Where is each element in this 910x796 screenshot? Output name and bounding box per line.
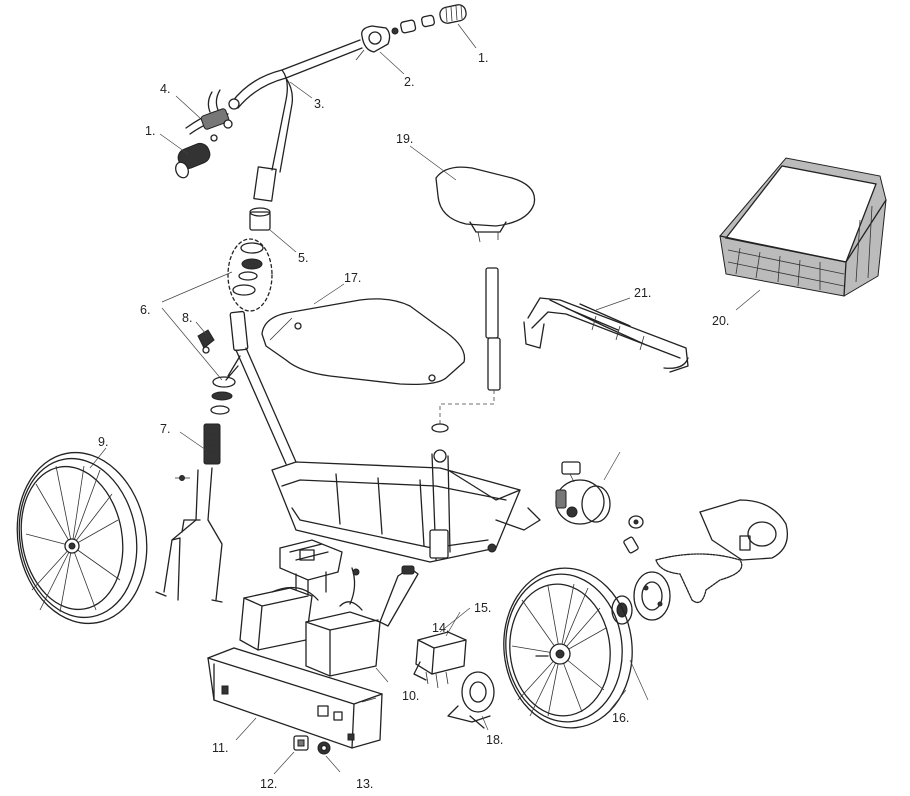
deck-board-part xyxy=(261,298,466,386)
callout-12: 12. xyxy=(260,777,277,791)
battery-pack-part xyxy=(239,567,381,677)
callout-21: 21. xyxy=(634,286,651,300)
leader-lines xyxy=(89,23,761,775)
throttle-housing-part xyxy=(355,25,391,61)
sprocket-hardware-part xyxy=(623,515,644,554)
rear-rack-part xyxy=(523,297,689,373)
drive-chain-part xyxy=(655,553,743,604)
headset-bearings-upper-part xyxy=(227,238,273,312)
small-bolt-part xyxy=(197,329,215,354)
seat-post-part xyxy=(431,267,501,433)
stem-clamp-part xyxy=(249,207,271,231)
chain-guard-part xyxy=(699,499,789,561)
rear-wheel-part xyxy=(503,567,633,729)
brake-lever-part xyxy=(185,89,233,142)
callout-9: 9. xyxy=(98,435,108,449)
callout-4: 4. xyxy=(160,82,170,96)
callout-1-right-grip: 1. xyxy=(478,51,488,65)
controller-part xyxy=(413,631,467,689)
callout-11: 11. xyxy=(212,741,228,755)
callout-7: 7. xyxy=(160,422,170,436)
battery-cradle-part xyxy=(279,539,343,601)
callout-1-left-grip: 1. xyxy=(145,124,155,138)
callout-20: 20. xyxy=(712,314,729,328)
motor-part xyxy=(555,461,611,525)
callout-5: 5. xyxy=(298,251,308,265)
saddle-part xyxy=(435,166,536,243)
callout-16: 16. xyxy=(612,711,629,725)
callout-15: 15. xyxy=(474,601,491,615)
callout-2: 2. xyxy=(404,75,414,89)
front-fork-part xyxy=(155,423,223,603)
main-frame-part xyxy=(225,310,541,563)
power-switch-part xyxy=(293,735,309,751)
callout-13: 13. xyxy=(356,777,373,791)
kickstand-part xyxy=(379,565,419,627)
callout-19: 19. xyxy=(396,132,413,146)
callout-8: 8. xyxy=(182,311,192,325)
rear-sprocket-part xyxy=(633,571,671,621)
callout-6: 6. xyxy=(140,303,150,317)
brake-drum-part xyxy=(447,671,495,729)
wheel-bearing-part xyxy=(611,595,633,625)
left-grip-part xyxy=(175,142,211,179)
right-grip-part xyxy=(391,4,467,35)
headset-bearings-lower-part xyxy=(210,376,236,415)
callout-10: 10. xyxy=(402,689,419,703)
callout-14: 14. xyxy=(432,621,449,635)
basket-part xyxy=(719,157,887,297)
callout-17: 17. xyxy=(344,271,361,285)
battery-box-part xyxy=(207,647,383,749)
handlebar-part xyxy=(228,39,363,202)
callout-labels: 1. 2. 3. 4. 1. 5. 6. 7. 8. 9. 10. 11. 12… xyxy=(98,51,729,791)
charger-port-part xyxy=(317,741,331,755)
callout-18: 18. xyxy=(486,733,503,747)
callout-3: 3. xyxy=(314,97,324,111)
front-wheel-part xyxy=(16,451,148,625)
